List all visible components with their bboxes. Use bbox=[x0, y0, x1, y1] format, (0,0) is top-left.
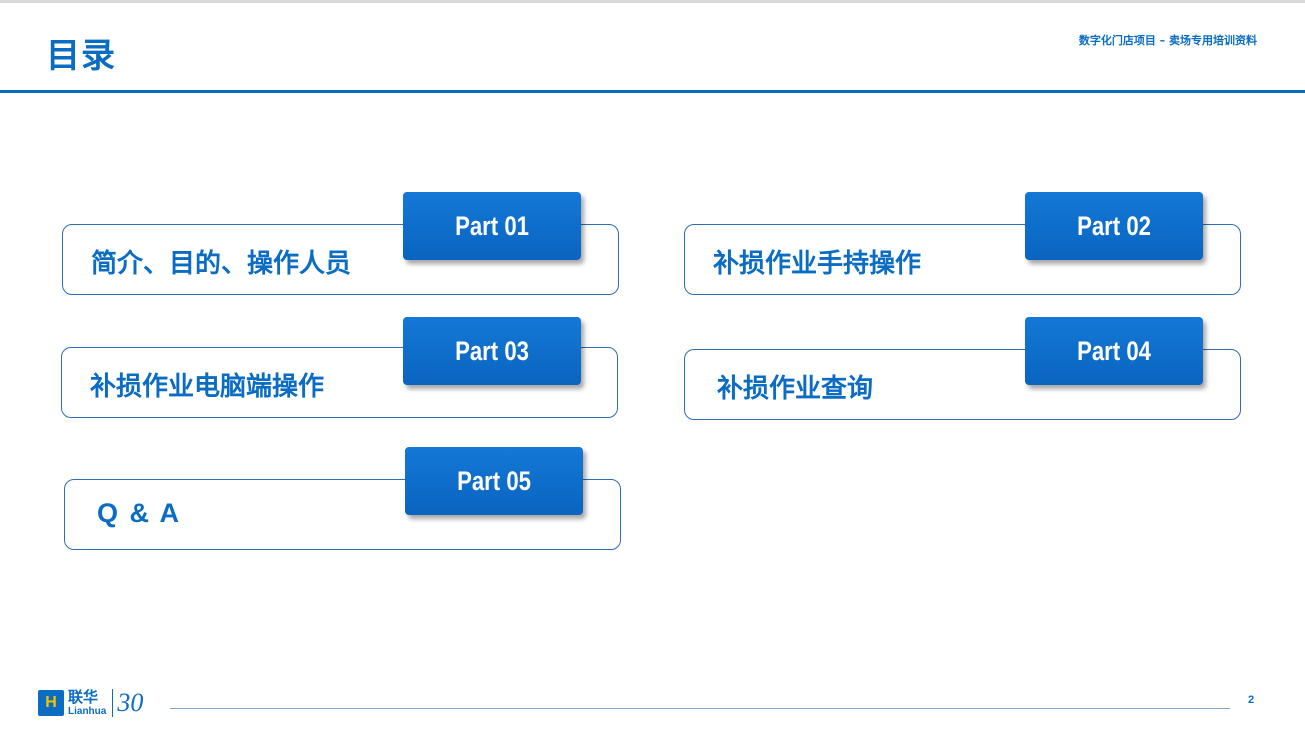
header-divider bbox=[0, 90, 1305, 93]
footer-divider bbox=[170, 708, 1230, 709]
part-tag-5-label: Part 05 bbox=[457, 465, 531, 496]
logo-cn-text: 联华 bbox=[68, 687, 99, 706]
page-number: 2 bbox=[1248, 694, 1255, 706]
part-tag-2[interactable]: Part 02 bbox=[1025, 192, 1203, 260]
top-border-line bbox=[0, 0, 1305, 3]
anniversary-30-mark: 30 bbox=[117, 688, 144, 717]
part-tag-2-label: Part 02 bbox=[1077, 210, 1151, 241]
part-tag-4-label: Part 04 bbox=[1077, 335, 1151, 366]
toc-item-5-label: Q & A bbox=[97, 498, 181, 528]
part-tag-3-label: Part 03 bbox=[455, 335, 529, 366]
toc-item-4-label: 补损作业查询 bbox=[717, 374, 874, 404]
logo-text: 联华 Lianhua bbox=[68, 687, 107, 717]
toc-item-3-label: 补损作业电脑端操作 bbox=[90, 372, 325, 402]
toc-item-2-label: 补损作业手持操作 bbox=[713, 249, 922, 279]
lianhua-logo-icon: H bbox=[38, 690, 64, 716]
page-title: 目录 bbox=[46, 36, 116, 76]
logo-en-text: Lianhua bbox=[68, 705, 107, 717]
part-tag-3[interactable]: Part 03 bbox=[403, 317, 581, 385]
logo-divider bbox=[112, 689, 114, 717]
page-subtitle: 数字化门店项目 – 卖场专用培训资料 bbox=[1078, 34, 1257, 47]
part-tag-4[interactable]: Part 04 bbox=[1025, 317, 1203, 385]
part-tag-1-label: Part 01 bbox=[455, 210, 529, 241]
lianhua-logo: H 联华 Lianhua 30 bbox=[38, 688, 143, 718]
part-tag-5[interactable]: Part 05 bbox=[405, 447, 583, 515]
toc-item-1-label: 简介、目的、操作人员 bbox=[91, 249, 352, 279]
part-tag-1[interactable]: Part 01 bbox=[403, 192, 581, 260]
